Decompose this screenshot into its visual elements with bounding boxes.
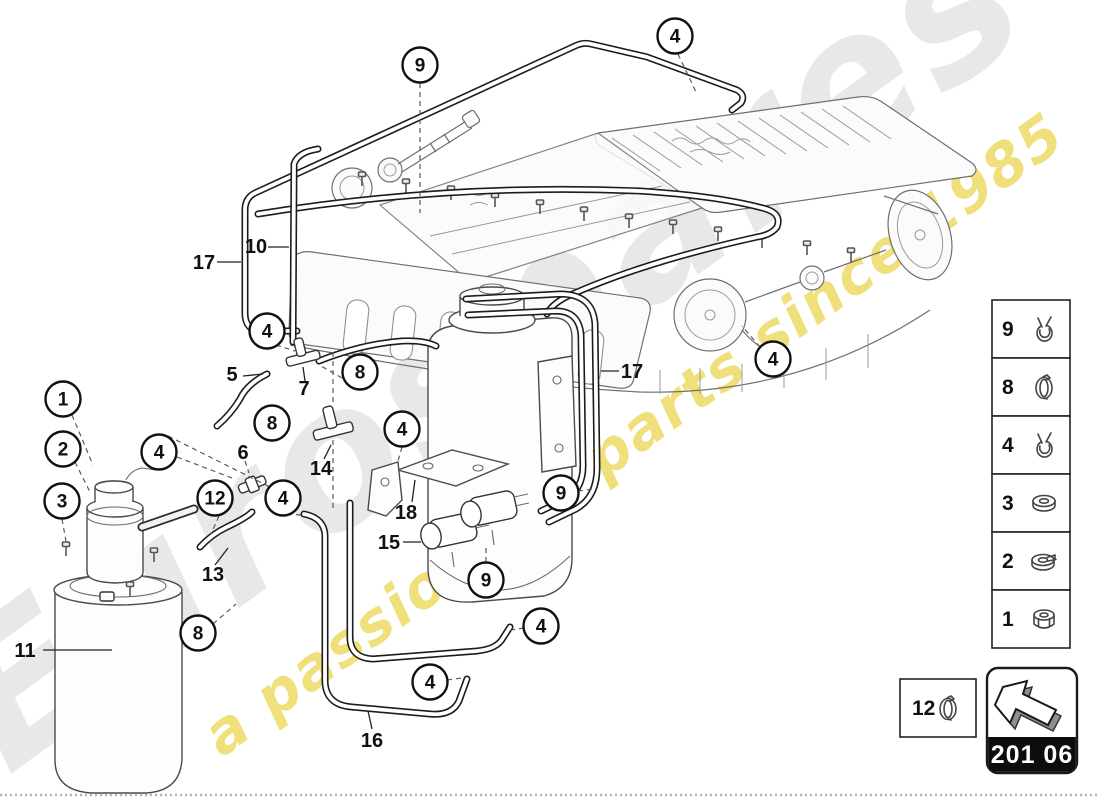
svg-text:4: 4 xyxy=(262,322,273,343)
legend-row-2: 2 xyxy=(991,531,1071,591)
label-7: 7 xyxy=(298,378,309,400)
callout-4: 4 xyxy=(522,607,560,645)
svg-text:4: 4 xyxy=(670,27,681,48)
svg-text:16: 16 xyxy=(361,730,383,752)
leader-dashes xyxy=(61,53,761,681)
label-16: 16 xyxy=(361,730,383,752)
fittings xyxy=(237,337,354,494)
callout-4: 4 xyxy=(656,17,694,55)
callout-4: 4 xyxy=(264,479,302,517)
label-6: 6 xyxy=(237,442,248,464)
svg-text:9: 9 xyxy=(481,571,492,592)
callout-8: 8 xyxy=(253,404,291,442)
label-17: 17 xyxy=(193,252,215,274)
legend-number: 9 xyxy=(1002,318,1014,341)
svg-text:17: 17 xyxy=(621,361,643,383)
legend-number: 3 xyxy=(1002,492,1014,515)
label-15: 15 xyxy=(378,532,400,554)
legend-number: 2 xyxy=(1002,550,1014,573)
callout-4: 4 xyxy=(383,410,421,448)
callout-9: 9 xyxy=(542,474,580,512)
svg-text:17: 17 xyxy=(193,252,215,274)
legend-table: 9 8 4 3 2 1 xyxy=(991,299,1071,649)
fuel-canister-assembly xyxy=(53,467,199,794)
legend-row-1: 1 xyxy=(991,589,1071,649)
callout-4: 4 xyxy=(754,340,792,378)
leader-lines xyxy=(43,246,619,730)
svg-text:14: 14 xyxy=(310,458,333,480)
callout-4: 4 xyxy=(248,312,286,350)
legend-row-4: 4 xyxy=(991,415,1071,475)
svg-text:15: 15 xyxy=(378,532,400,554)
svg-text:1: 1 xyxy=(58,390,69,411)
label-13: 13 xyxy=(202,564,224,586)
svg-text:11: 11 xyxy=(14,640,35,662)
t-fitting-14 xyxy=(312,405,354,441)
label-5: 5 xyxy=(226,364,237,386)
callout-9: 9 xyxy=(401,46,439,84)
callout-3: 3 xyxy=(43,482,81,520)
part-code-box[interactable]: 201 06 xyxy=(985,666,1079,775)
callout-1: 1 xyxy=(44,380,82,418)
part-code: 201 06 xyxy=(991,741,1073,769)
union-fitting-6 xyxy=(237,475,267,494)
callout-12: 12 xyxy=(196,479,234,517)
svg-text:4: 4 xyxy=(154,443,165,464)
svg-text:8: 8 xyxy=(193,624,204,645)
callout-4: 4 xyxy=(140,433,178,471)
svg-text:4: 4 xyxy=(425,673,436,694)
svg-text:6: 6 xyxy=(237,442,248,464)
svg-text:2: 2 xyxy=(58,440,69,461)
callout-8: 8 xyxy=(341,353,379,391)
svg-text:9: 9 xyxy=(556,484,567,505)
svg-text:9: 9 xyxy=(415,56,426,77)
svg-text:7: 7 xyxy=(298,378,309,400)
svg-text:13: 13 xyxy=(202,564,224,586)
legend-row-3: 3 xyxy=(991,473,1071,533)
svg-text:4: 4 xyxy=(278,489,289,510)
t-fitting-7 xyxy=(285,337,321,367)
label-11: 11 xyxy=(14,640,35,662)
callout-9: 9 xyxy=(467,561,505,599)
svg-text:4: 4 xyxy=(397,420,408,441)
legend-row-9: 9 xyxy=(991,299,1071,359)
callout-2: 2 xyxy=(44,430,82,468)
svg-text:4: 4 xyxy=(536,617,547,638)
legend-number: 4 xyxy=(1002,434,1014,457)
svg-text:8: 8 xyxy=(355,363,366,384)
label-17: 17 xyxy=(621,361,643,383)
label-10: 10 xyxy=(245,236,267,258)
solenoid-valves xyxy=(420,490,530,568)
label-14: 14 xyxy=(310,458,333,480)
svg-text:8: 8 xyxy=(267,414,278,435)
arrow-up-left-icon xyxy=(993,679,1063,732)
callout-8: 8 xyxy=(179,614,217,652)
label-18: 18 xyxy=(395,502,417,524)
legend-row-8: 8 xyxy=(991,357,1071,417)
callout-4: 4 xyxy=(411,663,449,701)
svg-text:10: 10 xyxy=(245,236,267,258)
legend-number: 1 xyxy=(1002,608,1014,631)
svg-text:3: 3 xyxy=(57,492,68,513)
svg-text:5: 5 xyxy=(226,364,237,386)
legend-number: 8 xyxy=(1002,376,1014,399)
svg-text:18: 18 xyxy=(395,502,417,524)
svg-text:4: 4 xyxy=(768,350,779,371)
inset-box-12: 12 xyxy=(899,678,977,738)
svg-text:12: 12 xyxy=(204,489,225,510)
inset-box-number: 12 xyxy=(912,697,935,720)
